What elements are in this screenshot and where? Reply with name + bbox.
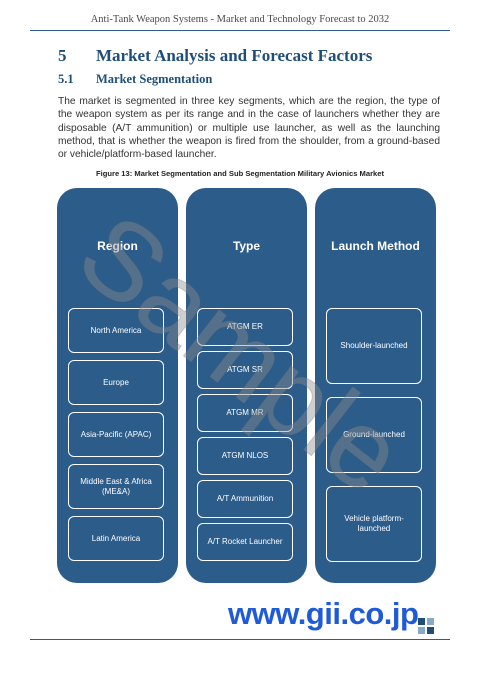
segment-item: A/T Ammunition xyxy=(197,480,293,518)
brand-logo-icon xyxy=(418,618,436,636)
segment-item: Vehicle platform-launched xyxy=(326,486,422,562)
segment-item: Ground-launched xyxy=(326,397,422,473)
subsection-title: Market Segmentation xyxy=(96,72,213,86)
segment-item: ATGM ER xyxy=(197,308,293,346)
brand-url[interactable]: www.gii.co.jp xyxy=(228,596,419,631)
header-divider xyxy=(30,30,450,31)
segment-item: Asia-Pacific (APAC) xyxy=(68,412,164,457)
segment-item: Shoulder-launched xyxy=(326,308,422,384)
segment-title: Type xyxy=(232,239,261,253)
segment-column-region: Region North America Europe Asia-Pacific… xyxy=(57,188,178,583)
segment-title: Region xyxy=(97,239,138,253)
segment-item: North America xyxy=(68,308,164,353)
body-paragraph: The market is segmented in three key seg… xyxy=(58,96,440,161)
subsection-number: 5.1 xyxy=(58,72,74,86)
segment-item: Latin America xyxy=(68,516,164,561)
segment-item: ATGM MR xyxy=(197,394,293,432)
segment-item: ATGM SR xyxy=(197,351,293,389)
segment-item: A/T Rocket Launcher xyxy=(197,523,293,561)
segment-column-launch-method: Launch Method Shoulder-launched Ground-l… xyxy=(315,188,436,583)
section-title: Market Analysis and Forecast Factors xyxy=(96,46,373,65)
running-header: Anti-Tank Weapon Systems - Market and Te… xyxy=(90,14,390,25)
segment-title: Launch Method xyxy=(331,239,420,253)
figure-caption: Figure 13: Market Segmentation and Sub S… xyxy=(95,169,385,178)
segment-column-type: Type ATGM ER ATGM SR ATGM MR ATGM NLOS A… xyxy=(186,188,307,583)
section-number: 5 xyxy=(58,46,67,65)
segment-item: Europe xyxy=(68,360,164,405)
segment-item: Middle East & Africa (ME&A) xyxy=(68,464,164,509)
segment-item: ATGM NLOS xyxy=(197,437,293,475)
footer-divider xyxy=(30,639,450,640)
